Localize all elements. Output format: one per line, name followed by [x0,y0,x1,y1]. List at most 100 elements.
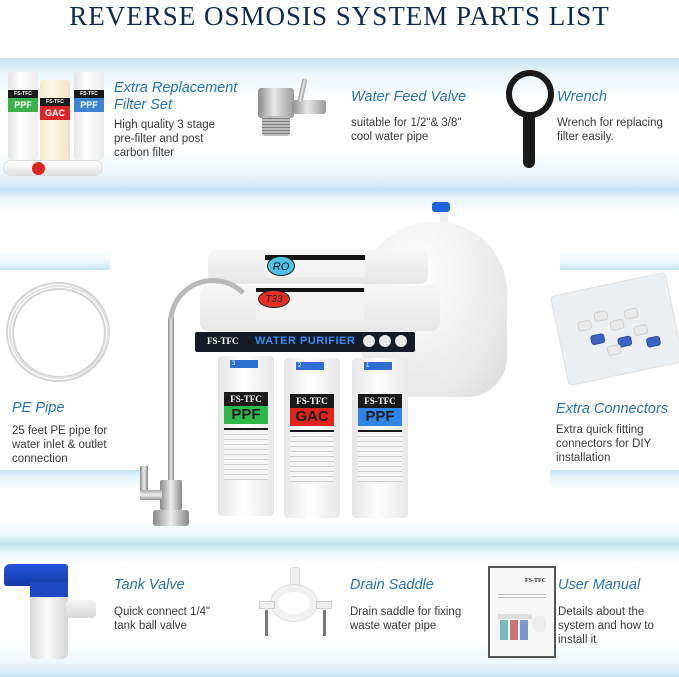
mini-filter-ppf-blue: FS-TFC PPF [74,72,104,160]
fitting-icon [576,319,593,333]
cartridge-brand: FS-TFC [224,392,268,406]
part-description: Details about the system and how to inst… [558,605,654,647]
stage-number: 3 [230,360,258,368]
manual-cover-picture [498,612,548,652]
faucet-handle [140,466,148,496]
pipe-coil [6,282,110,382]
part-label: Drain Saddle [350,577,434,593]
tank-valve-cap-icon [432,202,450,212]
wrench-ring [506,70,554,118]
band-bottom-1 [0,150,679,190]
part-label: Extra Replacement Filter Set [114,80,237,114]
desc-line: Quick connect 1/4" [114,606,211,618]
desc-line: system and how to [558,620,654,632]
ro-badge: RO [267,256,295,276]
faucet-spout [168,278,258,358]
part-label: Extra Connectors [556,401,669,417]
cartridge-fine-print [290,432,334,482]
page-title: REVERSE OSMOSIS SYSTEM PARTS LIST [69,1,610,31]
desc-line: filter easily. [557,131,614,143]
saddle-clamp [271,585,317,621]
cartridge-fine-print [224,430,268,480]
panel-title: WATER PURIFIER [255,335,356,347]
part-label: PE Pipe [12,400,65,416]
desc-line: Drain saddle for fixing [350,606,462,618]
band-top-3-right [550,470,679,490]
valve-outlet [292,100,326,114]
faucet-stem [168,318,174,483]
desc-line: Details about the [558,606,645,618]
mini-filter-brand: FS-TFC [74,90,104,98]
band-bottom-2-left [0,250,110,270]
user-manual-icon: FS-TFC [488,566,556,658]
cartridge-fine-print [358,432,402,482]
saddle-wing-right [316,601,332,609]
cartridge-stage-2: 2 FS-TFC GAC [284,358,340,518]
mini-filter-ppf-green: FS-TFC PPF [8,72,38,160]
wrench-handle [523,112,535,168]
valve-main [258,88,294,118]
mini-filter-brand: FS-TFC [8,90,38,98]
tank-valve-body [30,597,68,659]
desc-line: Extra quick fitting [556,424,644,436]
inline-filter-badge [32,162,45,175]
t33-badge: T33 [258,290,290,308]
fitting-icon [632,323,649,337]
desc-line: Wrench for replacing [557,117,663,129]
fitting-icon [645,335,662,349]
part-label-line: Extra Replacement [114,80,238,96]
cartridge-stage-3: 3 FS-TFC PPF [218,356,274,516]
part-label: Wrench [557,89,607,105]
valve-thread [262,116,290,136]
cartridge-stage-1: 1 FS-TFC PPF [352,358,408,518]
cartridge-brand: FS-TFC [290,394,334,408]
cartridge-tag: PPF [358,408,402,426]
part-label: Water Feed Valve [351,89,467,105]
fitting-icon [609,318,626,332]
panel-water-drop-icon [395,335,407,347]
desc-line: installation [556,452,611,464]
desc-line: install it [558,634,597,646]
part-label: Tank Valve [114,577,185,593]
connectors-bag-icon [549,271,679,387]
stage-number: 1 [364,362,392,370]
mini-filter-tag: PPF [8,98,38,112]
desc-line: pre-filter and post [114,133,204,145]
mini-filter-tag: PPF [74,98,104,112]
desc-line: High quality 3 stage [114,119,216,131]
tank-valve-outlet [66,600,96,618]
faucet-base [160,480,182,510]
manual-title-text [498,594,546,600]
desc-line: tank ball valve [114,620,187,632]
band-top-2 [0,190,679,212]
cartridge-brand: FS-TFC [358,394,402,408]
label-bar [290,430,334,433]
faucet-arm [140,490,162,500]
band-top-4 [0,544,679,564]
cartridge-tag: PPF [224,406,268,424]
desc-line: connectors for DIY [556,438,652,450]
tank-valve-ring [30,582,68,598]
fitting-icon [589,332,606,346]
part-description: Drain saddle for fixing waste water pipe [350,605,461,633]
tank-neck [440,210,448,226]
stage-number: 2 [296,362,324,370]
band-top-1 [0,58,679,98]
mini-filter-tag: GAC [40,106,70,120]
part-description: suitable for 1/2"& 3/8" cool water pipe [351,116,461,144]
saddle-port [290,567,300,587]
tank-valve-handle [4,564,68,586]
fitting-icon [606,343,623,357]
manual-brand: FS-TFC [525,578,546,584]
fitting-icon [623,307,640,321]
part-description: Extra quick fitting connectors for DIY i… [556,423,651,465]
fitting-icon [593,309,609,323]
band-top-3-left [0,470,140,490]
band-bottom-2-right [560,250,679,270]
faucet-foot [153,510,189,526]
desc-line: waste water pipe [350,620,437,632]
desc-line: cool water pipe [351,131,429,143]
label-bar [358,430,402,433]
cartridge-tag: GAC [290,408,334,426]
desc-line: water inlet & outlet [12,439,107,451]
